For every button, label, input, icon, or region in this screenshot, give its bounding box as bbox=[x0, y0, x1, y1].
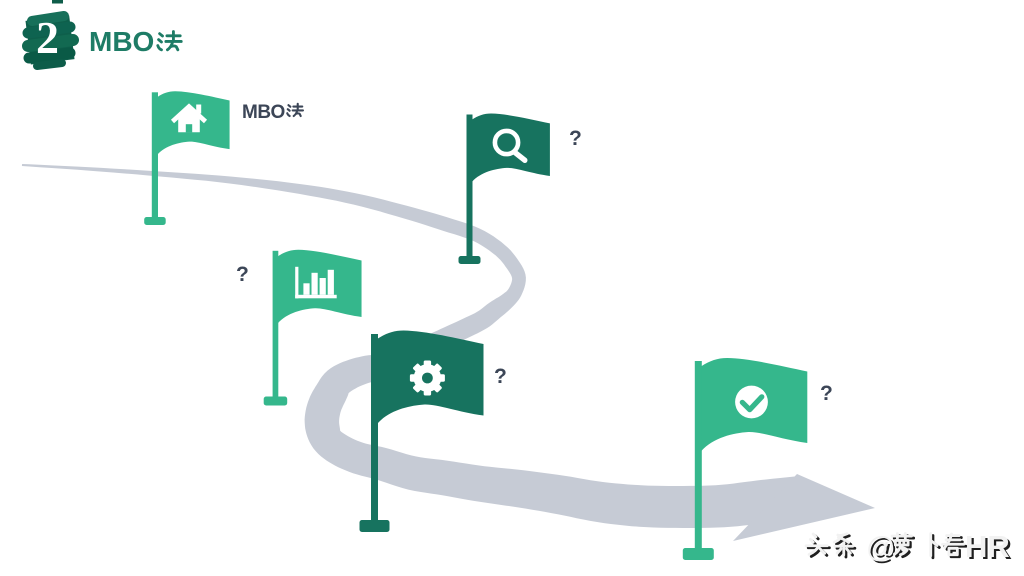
svg-text:MBO: MBO bbox=[242, 102, 285, 123]
svg-text:@: @ bbox=[868, 534, 897, 566]
svg-text:?: ? bbox=[236, 263, 249, 286]
svg-text:?: ? bbox=[820, 382, 833, 405]
svg-text:@: @ bbox=[866, 532, 895, 564]
svg-text:?: ? bbox=[494, 365, 507, 388]
svg-text:2: 2 bbox=[36, 12, 59, 63]
svg-text:HR: HR bbox=[967, 531, 1012, 566]
svg-text:HR: HR bbox=[965, 529, 1010, 564]
svg-text:MBO: MBO bbox=[89, 26, 154, 57]
svg-text:?: ? bbox=[569, 127, 582, 150]
